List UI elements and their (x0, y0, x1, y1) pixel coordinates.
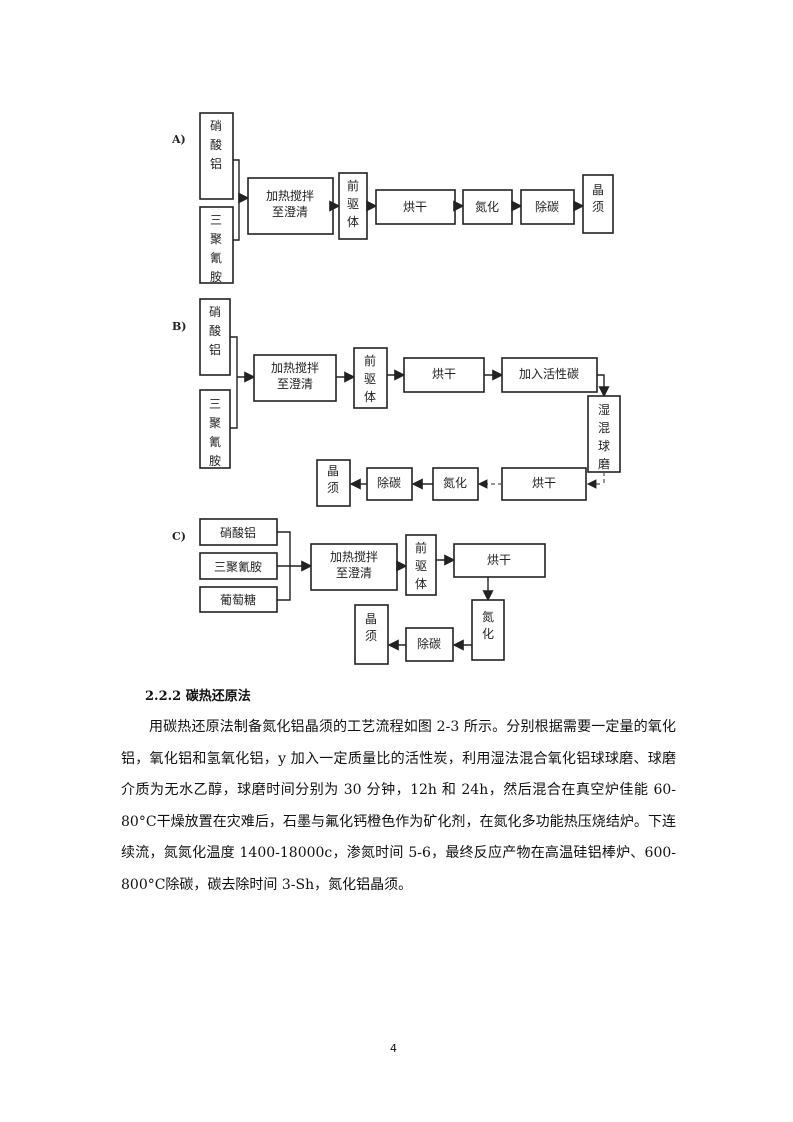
panel-b-step-wet-mill: 湿混球磨 (587, 395, 621, 473)
panel-c-step-decarbon: 除碳 (405, 627, 454, 662)
panel-b-step-precursor: 前驱体 (353, 347, 388, 409)
panel-c-label: C) (172, 530, 186, 543)
panel-a-step-nitride-label: 氮化 (475, 199, 499, 214)
panel-b-step-decarbon: 除碳 (366, 467, 413, 501)
panel-c-input-1: 硝酸铝 (199, 518, 278, 546)
panel-c-step-precursor: 前驱体 (405, 534, 437, 596)
panel-b-step-precursor-label: 前驱体 (364, 353, 376, 404)
panel-b-step-dry-2: 烘干 (501, 467, 587, 501)
body-paragraph-container: 用碳热还原法制备氮化铝晶须的工艺流程如图 2-3 所示。分别根据需要一定量的氧化… (121, 712, 676, 901)
panel-a-merge-arrow (233, 159, 248, 241)
panel-a-step-dry: 烘干 (375, 189, 456, 225)
panel-a-step-nitride: 氮化 (462, 189, 513, 225)
panel-b-merge-arrow (230, 336, 254, 429)
panel-a-input-2: 三聚氰胺 (199, 206, 234, 284)
panel-c-step-dry-label: 烘干 (487, 553, 511, 567)
panel-a-step-precursor-label: 前驱体 (347, 178, 359, 229)
panel-a-step-heat: 加热搅拌至澄清 (247, 177, 334, 235)
panel-b-input-2: 三聚氰胺 (199, 389, 231, 469)
panel-b-step-add-carbon: 加入活性碳 (501, 357, 598, 393)
process-flow-figure: A) 硝酸铝 三聚氰胺 加热搅拌至澄清 前驱体 烘干 氮化 (171, 112, 621, 665)
panel-a-step-dry-label: 烘干 (403, 200, 427, 214)
panel-b-step-nitride: 氮化 (432, 467, 479, 501)
body-paragraph: 用碳热还原法制备氮化铝晶须的工艺流程如图 2-3 所示。分别根据需要一定量的氧化… (121, 719, 676, 893)
panel-b-label: B) (172, 320, 187, 333)
panel-c-input-2: 三聚氰胺 (199, 552, 278, 580)
panel-c-step-whisker: 晶须 (354, 604, 389, 665)
panel-c-step-precursor-label: 前驱体 (415, 540, 427, 591)
page-number: 4 (390, 1042, 397, 1055)
panel-a-step-decarbon: 除碳 (520, 189, 575, 225)
panel-c-step-heat: 加热搅拌至澄清 (310, 543, 398, 591)
panel-c-step-heat-label: 加热搅拌至澄清 (330, 549, 378, 580)
panel-a-step-whisker: 晶须 (582, 174, 614, 234)
panel-b-step-decarbon-label: 除碳 (377, 475, 401, 490)
panel-b-input-1: 硝酸铝 (199, 298, 231, 376)
panel-a-input-2-label: 三聚氰胺 (210, 213, 222, 284)
panel-b-step-whisker: 晶须 (316, 459, 351, 507)
panel-b-step-dry: 烘干 (403, 357, 485, 393)
section-heading: 2.2.2 碳热还原法 (145, 689, 251, 704)
panel-c-merge-arrow (277, 531, 311, 601)
panel-a-step-decarbon-label: 除碳 (535, 199, 559, 214)
panel-a-label: A) (171, 133, 186, 146)
panel-b-step-heat-label: 加热搅拌至澄清 (271, 360, 319, 391)
panel-b-step-whisker-label: 晶须 (327, 464, 339, 495)
panel-c-step-nitride-label: 氮化 (482, 609, 494, 641)
panel-b-input-1-label: 硝酸铝 (209, 305, 221, 357)
panel-a-step-whisker-label: 晶须 (592, 183, 604, 214)
panel-a-step-precursor: 前驱体 (338, 172, 368, 240)
panel-c-step-dry: 烘干 (453, 543, 546, 578)
panel-a-step-heat-label: 加热搅拌至澄清 (266, 188, 314, 219)
panel-b-input-2-label: 三聚氰胺 (209, 397, 221, 468)
panel-b-step-wet-mill-label: 湿混球磨 (598, 402, 610, 471)
panel-c-step-nitride: 氮化 (471, 599, 505, 661)
panel-b-step-dry-label: 烘干 (432, 367, 456, 381)
panel-c-input-3-label: 葡萄糖 (220, 592, 256, 607)
panel-c-input-3: 葡萄糖 (199, 586, 278, 613)
panel-a-input-1: 硝酸铝 (199, 112, 234, 200)
panel-c-step-whisker-label: 晶须 (365, 612, 377, 643)
panel-c-step-decarbon-label: 除碳 (417, 636, 441, 651)
panel-b-step-add-carbon-label: 加入活性碳 (519, 367, 579, 381)
panel-b-step-heat: 加热搅拌至澄清 (253, 354, 337, 402)
panel-c-input-2-label: 三聚氰胺 (214, 559, 262, 574)
panel-b-step-nitride-label: 氮化 (443, 475, 467, 490)
panel-b-step-dry-2-label: 烘干 (532, 476, 556, 490)
panel-a-input-1-label: 硝酸铝 (210, 119, 222, 171)
panel-c-input-1-label: 硝酸铝 (220, 525, 256, 540)
